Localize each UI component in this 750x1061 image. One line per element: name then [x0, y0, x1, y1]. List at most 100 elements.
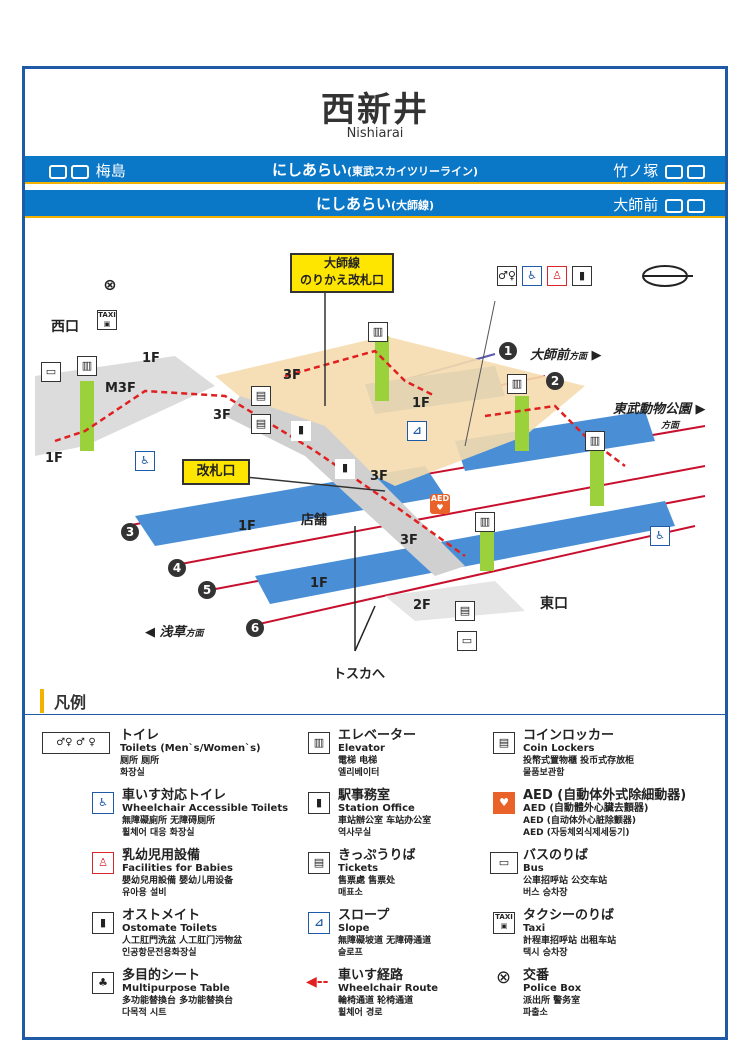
bus-icon: ▭ — [41, 362, 61, 382]
legend-ko: 매표소 — [338, 888, 363, 898]
line-label: (東武スカイツリーライン) — [346, 165, 479, 178]
elevator-icon: ▥ — [368, 322, 388, 342]
legend-zh: AED (自动体外心脏除颤器) — [523, 816, 636, 826]
legend-ja: 車いす対応トイレ — [122, 788, 227, 803]
legend-en: Facilities for Babies — [122, 863, 233, 874]
legend-zh: 輪椅通道 轮椅通道 — [338, 996, 414, 1006]
police-box-icon: ⊗ — [496, 967, 512, 988]
legend-zh: 電梯 电梯 — [338, 756, 378, 766]
line-label: (大師線) — [390, 199, 435, 212]
direction-suffix: 方面 — [569, 352, 588, 362]
station-office-icon: ▮ — [308, 792, 330, 814]
platform-number: 3 — [121, 523, 139, 541]
platform-number: 2 — [546, 372, 564, 390]
floor-label: 1F — [142, 351, 160, 366]
tosuka-pointer — [354, 605, 376, 652]
wheelchair-route — [484, 404, 626, 467]
right-direction: 竹ノ塚 — [613, 160, 707, 181]
coin-locker-icon: ▤ — [455, 601, 475, 621]
legend-en: Bus — [523, 863, 544, 874]
legend-zh: 人工肛門洗盆 人工肛门污物盆 — [122, 936, 243, 946]
floor-label: 3F — [400, 533, 418, 548]
legend-ja: トイレ — [120, 728, 160, 743]
line-band-skytree: 梅島 にしあらい(東武スカイツリーライン) 竹ノ塚 — [25, 156, 725, 184]
legend-ja: コインロッカー — [523, 728, 615, 743]
floor-label: 2F — [413, 598, 431, 613]
legend-ko: 다목적 시트 — [122, 1008, 167, 1018]
walkway — [225, 396, 465, 576]
legend-ja: タクシーのりば — [523, 908, 615, 923]
direction-suffix: 方面 — [185, 629, 204, 639]
map-frame — [22, 66, 728, 1040]
tickets-icon: ▤ — [308, 852, 330, 874]
legend-ja: オストメイト — [122, 908, 201, 923]
right-direction: 大師前 — [613, 194, 707, 215]
legend-en: Multipurpose Table — [122, 983, 230, 994]
legend-zh: 嬰幼兒用設備 婴幼儿用设备 — [122, 876, 234, 886]
legend-zh: 多功能替換台 多功能替换台 — [122, 996, 234, 1006]
station-map: 大師線 のりかえ改札口 改札口 西口 東口 店舗 トスカへ 大師前方面 ▶ 東武… — [25, 226, 725, 682]
legend-ko: 역사무실 — [338, 828, 372, 838]
elevator-icon: ▥ — [475, 512, 495, 532]
shops-label: 店舗 — [301, 513, 328, 528]
ostomate-icon: ▮ — [572, 266, 592, 286]
legend-ko: 화장실 — [120, 768, 145, 778]
right-station: 竹ノ塚 — [613, 162, 659, 180]
legend-en: Wheelchair Accessible Toilets — [122, 803, 289, 814]
legend-zh: 售票處 售票处 — [338, 876, 396, 886]
floor-label: M3F — [105, 381, 136, 396]
legend-zh: 計程車招呼站 出租车站 — [523, 936, 617, 946]
wheelchair-icon: ♿ — [135, 451, 155, 471]
train-icon — [665, 164, 683, 179]
wheelchair-icon: ♿ — [650, 526, 670, 546]
bus-icon: ▭ — [490, 852, 518, 874]
daishi-gate-text: 大師線 のりかえ改札口 — [299, 256, 384, 287]
legend-en: Police Box — [523, 983, 582, 994]
line-name: にしあらい(東武スカイツリーライン) — [25, 159, 725, 180]
train-icon — [49, 164, 67, 179]
station-map-drawing — [35, 265, 706, 652]
station-name-en: Nishiarai — [346, 126, 404, 141]
legend-en: Wheelchair Route — [338, 983, 439, 994]
legend-en: AED (自動體外心臟去顫器) — [523, 803, 649, 814]
legend-en: Tickets — [338, 863, 379, 874]
callout-line — [234, 475, 386, 492]
legend-ko: AED (자동체외식제세동기) — [523, 828, 630, 838]
slope-icon: ⊿ — [407, 421, 427, 441]
direction-daishimae: 大師前方面 ▶ — [530, 348, 602, 363]
floor-label: 1F — [412, 396, 430, 411]
platform-number: 6 — [246, 619, 264, 637]
elevator-shaft — [515, 396, 529, 451]
elevator-icon: ▥ — [507, 374, 527, 394]
ticket-gate-label: 改札口 — [182, 459, 250, 485]
legend-ja: バスのりば — [523, 848, 589, 863]
legend-ja: エレベーター — [338, 728, 417, 743]
platform-number: 4 — [168, 559, 186, 577]
daishi-transfer-gate-label: 大師線 のりかえ改札口 — [290, 253, 394, 293]
wheelchair-toilet-icon: ♿ — [522, 266, 542, 286]
platform — [455, 411, 655, 471]
legend-en: Toilets (Men`s/Women`s) — [120, 743, 261, 754]
line-band-daishi: にしあらい(大師線) 大師前 — [25, 190, 725, 218]
elevator-shaft — [375, 336, 389, 401]
legend-ko: 엘리베이터 — [338, 768, 380, 778]
toilets-icon: ♂♀ ♂ ♀ — [42, 732, 110, 754]
tickets-icon: ▤ — [251, 414, 271, 434]
legend-ko: 인공항문전용화장실 — [122, 948, 197, 958]
aed-icon: ♥ — [493, 792, 515, 814]
legend-en: Elevator — [338, 743, 385, 754]
legend-en: Slope — [338, 923, 370, 934]
legend-ko: 유아용 설비 — [122, 888, 167, 898]
elevator-shaft — [80, 381, 94, 451]
floor-label: 3F — [370, 469, 388, 484]
